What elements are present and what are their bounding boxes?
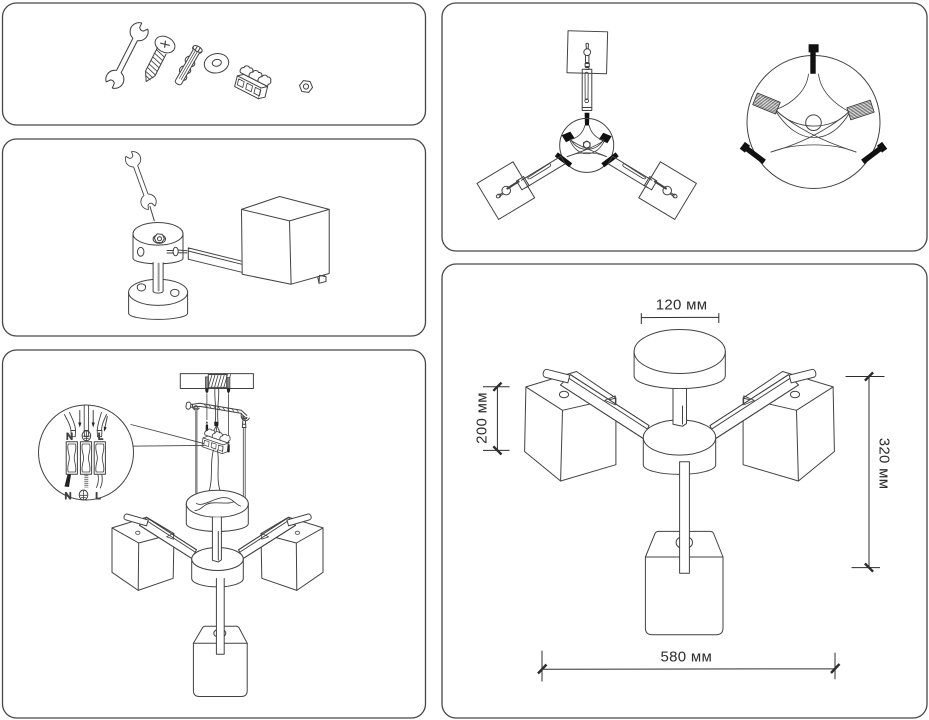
svg-text:L: L bbox=[95, 491, 100, 502]
svg-text:320 мм: 320 мм bbox=[876, 438, 893, 490]
svg-text:L: L bbox=[98, 432, 103, 443]
svg-text:N: N bbox=[66, 432, 73, 443]
svg-text:200 мм: 200 мм bbox=[474, 392, 491, 444]
svg-text:120 мм: 120 мм bbox=[656, 297, 708, 314]
svg-text:N: N bbox=[65, 491, 72, 502]
svg-text:580 мм: 580 мм bbox=[660, 649, 712, 666]
